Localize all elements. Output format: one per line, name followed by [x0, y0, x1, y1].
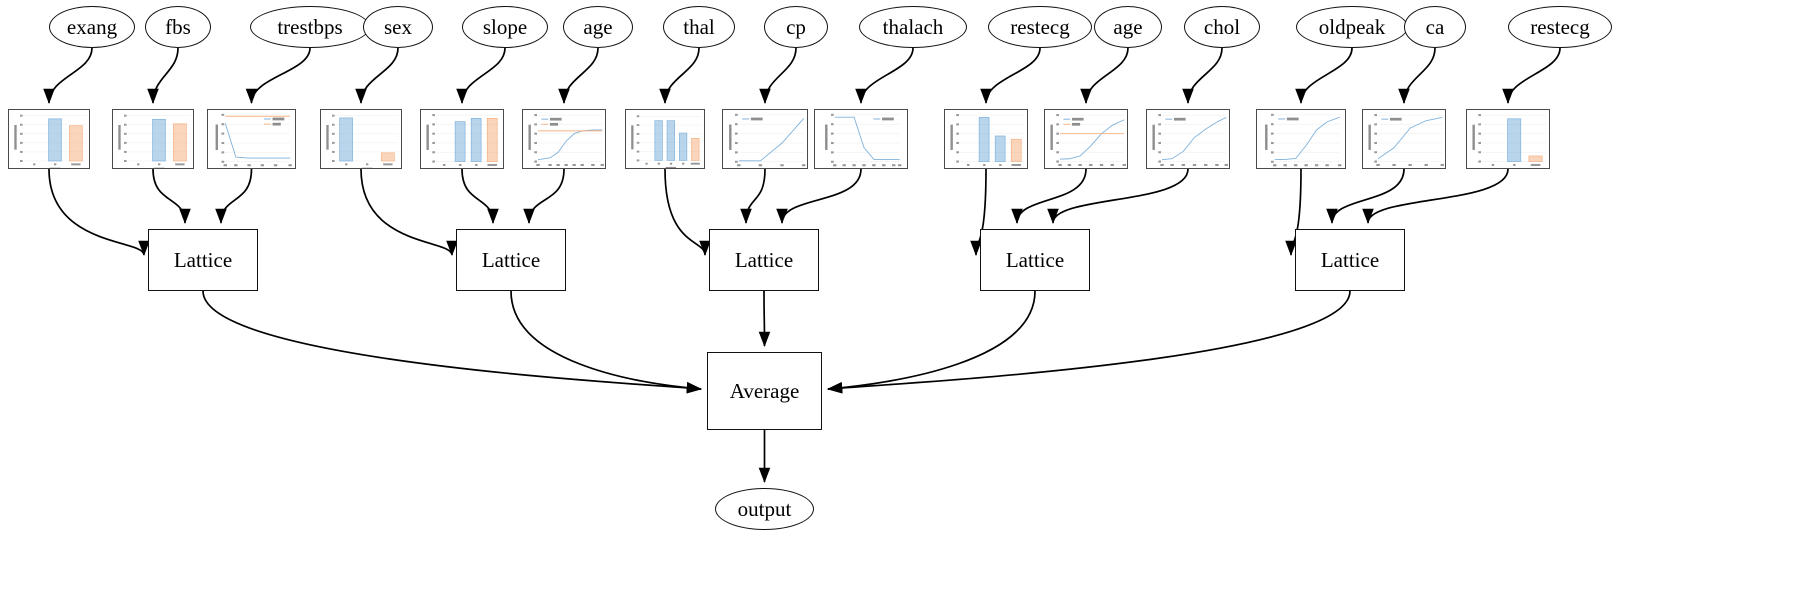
- calibration-plot-age: [522, 109, 606, 169]
- edge-plot-to-lattice-14: [1362, 168, 1509, 225]
- feature-node-trestbps[interactable]: trestbps: [250, 6, 370, 48]
- edge-plot-to-lattice-5: [523, 168, 565, 225]
- feature-node-label: chol: [1203, 14, 1241, 39]
- feature-node-sex[interactable]: sex: [363, 6, 433, 48]
- edge-feature-to-plot-14: [1502, 47, 1561, 105]
- edge-plot-to-lattice-7: [740, 168, 766, 225]
- edge-plot-to-lattice-11: [1047, 168, 1189, 225]
- lattice-node-label: Lattice: [173, 247, 233, 272]
- edge-plot-to-lattice-8: [776, 168, 862, 225]
- edge-lattice-to-average-0: [202, 290, 703, 394]
- edge-feature-to-plot-8: [855, 47, 914, 105]
- feature-node-restecg[interactable]: restecg: [1508, 6, 1612, 48]
- edge-plot-to-lattice-1: [152, 168, 191, 225]
- edge-lattice-to-average-2: [758, 290, 771, 348]
- feature-node-label: age: [583, 14, 613, 39]
- feature-node-label: ca: [1425, 14, 1445, 39]
- calibration-plot-cp: [722, 109, 808, 169]
- lattice-node-label: Lattice: [481, 247, 541, 272]
- average-node-label: Average: [729, 378, 800, 403]
- lattice-node-label: Lattice: [734, 247, 794, 272]
- output-node[interactable]: output: [715, 488, 814, 530]
- feature-node-restecg[interactable]: restecg: [988, 6, 1092, 48]
- edge-plot-to-lattice-6: [664, 168, 711, 257]
- edge-plot-to-lattice-2: [215, 168, 253, 225]
- calibration-plot-sex: [320, 109, 402, 169]
- edge-feature-to-plot-3: [355, 47, 399, 105]
- feature-node-label: thal: [683, 14, 715, 39]
- feature-node-thal[interactable]: thal: [663, 6, 735, 48]
- edge-feature-to-plot-0: [43, 47, 93, 105]
- feature-node-exang[interactable]: exang: [49, 6, 135, 48]
- feature-node-label: cp: [786, 14, 806, 39]
- feature-node-cp[interactable]: cp: [764, 6, 828, 48]
- edge-plot-to-lattice-4: [461, 168, 499, 225]
- edge-plot-to-lattice-0: [48, 168, 150, 257]
- lattice-node-label: Lattice: [1320, 247, 1380, 272]
- calibration-plot-thalach: [814, 109, 908, 169]
- feature-node-thalach[interactable]: thalach: [859, 6, 967, 48]
- feature-node-slope[interactable]: slope: [462, 6, 548, 48]
- feature-node-ca[interactable]: ca: [1404, 6, 1466, 48]
- lattice-node-label: Lattice: [1005, 247, 1065, 272]
- feature-node-label: restecg: [1530, 14, 1590, 39]
- calibration-plot-age2: [1044, 109, 1128, 169]
- lattice-node-2[interactable]: Lattice: [709, 229, 819, 291]
- calibration-plot-ca: [1362, 109, 1446, 169]
- feature-node-label: slope: [482, 14, 528, 39]
- edge-feature-to-plot-1: [147, 47, 179, 105]
- calibration-plot-thal: [625, 109, 705, 169]
- feature-node-oldpeak[interactable]: oldpeak: [1296, 6, 1408, 48]
- feature-node-label: fbs: [165, 14, 191, 39]
- calibration-plot-exang: [8, 109, 90, 169]
- edge-plot-to-lattice-3: [360, 168, 458, 257]
- edge-lattice-to-average-3: [826, 290, 1036, 394]
- average-node[interactable]: Average: [707, 352, 822, 430]
- edge-plot-to-lattice-10: [1011, 168, 1087, 225]
- edge-feature-to-plot-12: [1295, 47, 1353, 105]
- feature-node-age[interactable]: age: [563, 6, 633, 48]
- calibration-plot-slope: [420, 109, 504, 169]
- edge-feature-to-plot-13: [1398, 47, 1436, 105]
- edge-feature-to-plot-4: [456, 47, 506, 105]
- feature-node-label: age: [1113, 14, 1143, 39]
- edge-lattice-to-average-4: [826, 290, 1351, 394]
- feature-node-label: trestbps: [277, 14, 343, 39]
- feature-node-age[interactable]: age: [1094, 6, 1162, 48]
- calibration-plot-trestbps: [207, 109, 296, 169]
- calibration-plot-restecg2: [1466, 109, 1550, 169]
- edge-feature-to-plot-5: [558, 47, 599, 105]
- edge-feature-to-plot-7: [759, 47, 797, 105]
- feature-node-label: oldpeak: [1318, 14, 1386, 39]
- feature-node-label: sex: [384, 14, 412, 39]
- calibration-plot-oldpeak: [1256, 109, 1346, 169]
- edge-feature-to-plot-11: [1182, 47, 1223, 105]
- edge-feature-to-plot-2: [245, 47, 311, 105]
- edge-plot-to-lattice-13: [1326, 168, 1405, 225]
- edge-feature-to-plot-6: [659, 47, 700, 105]
- calibration-plot-restecg: [944, 109, 1028, 169]
- lattice-node-3[interactable]: Lattice: [980, 229, 1090, 291]
- feature-node-label: exang: [66, 14, 118, 39]
- output-node-label: output: [737, 496, 792, 521]
- edge-feature-to-plot-10: [1080, 47, 1129, 105]
- calibration-plot-chol: [1146, 109, 1230, 169]
- feature-node-chol[interactable]: chol: [1184, 6, 1260, 48]
- edge-feature-to-plot-9: [980, 47, 1041, 105]
- lattice-node-0[interactable]: Lattice: [148, 229, 258, 291]
- lattice-node-1[interactable]: Lattice: [456, 229, 566, 291]
- calibration-plot-fbs: [112, 109, 194, 169]
- feature-node-fbs[interactable]: fbs: [145, 6, 211, 48]
- edge-lattice-to-average-1: [510, 290, 703, 394]
- lattice-node-4[interactable]: Lattice: [1295, 229, 1405, 291]
- feature-node-label: thalach: [882, 14, 944, 39]
- feature-node-label: restecg: [1010, 14, 1070, 39]
